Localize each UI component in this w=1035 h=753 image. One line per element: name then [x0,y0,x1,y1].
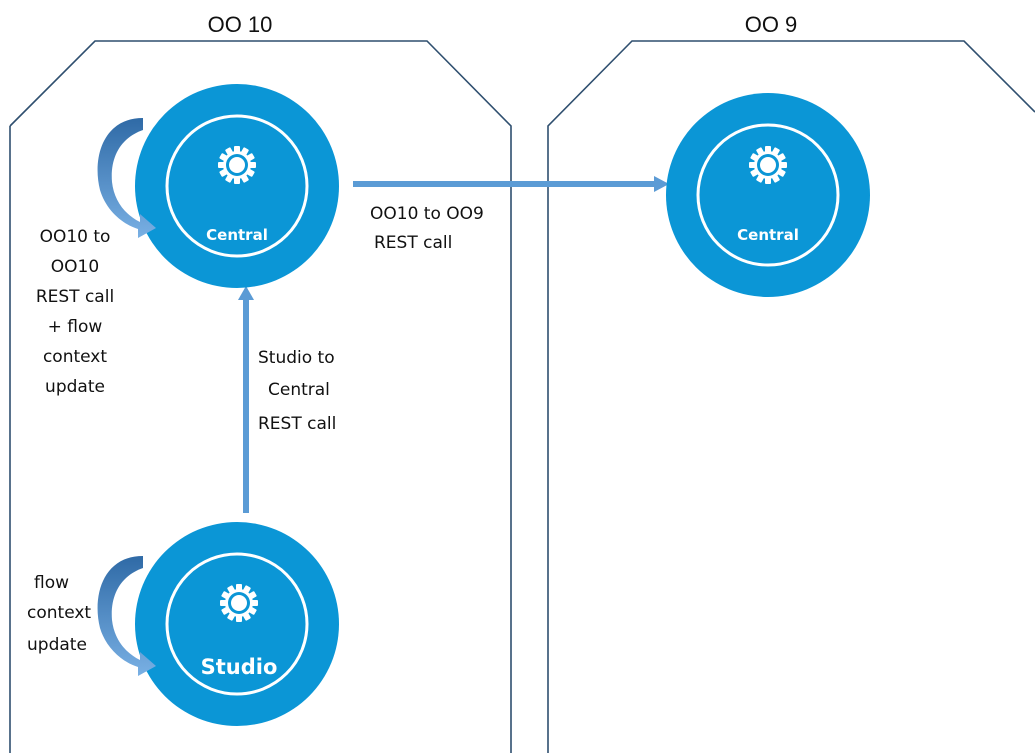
label-studio-self-line: update [27,635,87,655]
zone-oo10-title: OO 10 [208,12,273,37]
curved-arrow-studio-self [97,556,156,676]
label-studio-to-central: Studio to Central REST call [258,348,336,434]
central-node-oo9: Central [666,93,870,297]
central-node-oo10: Central [135,84,339,288]
label-central-self-line: context [43,347,107,367]
label-studio-to-central-line: REST call [258,414,336,434]
label-studio-self-line: flow [34,573,69,593]
label-oo10-to-oo9: OO10 to OO9 REST call [370,204,484,253]
label-studio-to-central-line: Central [268,380,330,400]
label-oo10-to-oo9-line: OO10 to OO9 [370,204,484,224]
zone-oo10-boundary [9,40,512,753]
label-central-self: OO10 to OO10 REST call + flow context up… [36,227,114,397]
label-central-self-line: + flow [48,317,103,337]
arrow-oo10-to-oo9 [353,176,669,192]
label-central-self-line: OO10 [51,257,99,277]
arrow-studio-to-central [238,286,254,513]
curved-arrow-central-self [97,118,156,238]
studio-node: Studio [135,522,339,726]
label-studio-to-central-line: Studio to [258,348,335,368]
label-central-self-line: update [45,377,105,397]
gear-icon [218,146,256,184]
label-oo10-to-oo9-line: REST call [374,233,452,253]
central-node-label: Central [206,226,268,244]
label-studio-self-line: context [27,603,91,623]
gear-icon [749,146,787,184]
label-central-self-line: OO10 to [40,227,111,247]
label-studio-self: flow context update [27,573,91,655]
zone-oo9-boundary [547,40,1035,753]
central-node-label: Central [737,226,799,244]
label-central-self-line: REST call [36,287,114,307]
zone-oo9-title: OO 9 [745,12,798,37]
studio-node-label: Studio [201,655,278,679]
gear-icon [220,584,258,622]
